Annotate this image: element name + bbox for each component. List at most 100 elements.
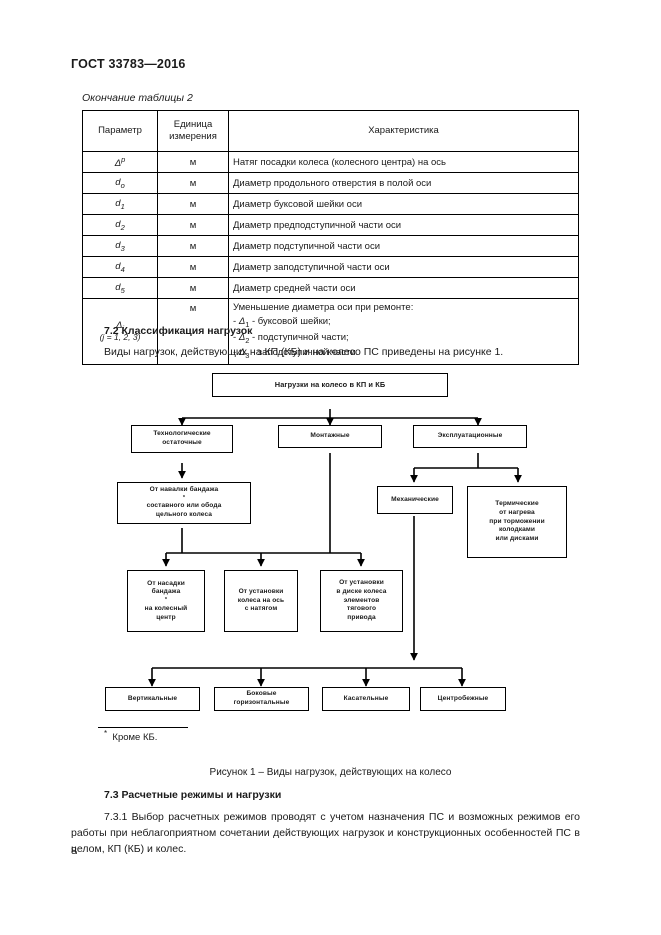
cell-unit: м xyxy=(157,256,229,278)
node-label-line1: Боковые xyxy=(246,690,277,698)
node-label: Нагрузки на колесо в КП и КБ xyxy=(274,380,386,389)
header-parameter: Параметр xyxy=(82,110,158,152)
cell-parameter: d3 xyxy=(82,235,158,257)
node-label-line5: привода xyxy=(347,614,376,622)
cell-characteristic: Диаметр заподступичной части оси xyxy=(228,256,579,278)
cell-characteristic: Диаметр продольного отверстия в полой ос… xyxy=(228,172,579,194)
cell-characteristic: Диаметр предподступичной части оси xyxy=(228,214,579,236)
cell-unit: м xyxy=(157,235,229,257)
table-body: Δp м Натяг посадки колеса (колесного цен… xyxy=(82,151,579,366)
cell-characteristic: Уменьшение диаметра оси при ремонте: - Δ… xyxy=(228,297,579,366)
table-row: Δp м Натяг посадки колеса (колесного цен… xyxy=(82,151,579,173)
node-operational: Эксплуатационные xyxy=(413,425,527,448)
node-root-loads: Нагрузки на колесо в КП и КБ xyxy=(212,373,448,397)
section-heading-7-3: 7.3 Расчетные режимы и нагрузки xyxy=(104,789,282,801)
node-label: Монтажные xyxy=(310,432,350,440)
table-row: d1 м Диаметр буксовой шейки оси xyxy=(82,193,579,215)
cell-characteristic: Диаметр средней части оси xyxy=(228,277,579,299)
parameters-table: Параметр Единица измерения Характеристик… xyxy=(82,110,579,366)
node-label-line1: Термические xyxy=(495,499,539,507)
repair-item: - Δ1 - буксовой шейки; xyxy=(233,315,331,329)
cell-unit: м xyxy=(157,277,229,299)
node-centrifugal: Центробежные xyxy=(420,687,506,711)
section-heading-7-2: 7.2 Классификация нагрузок xyxy=(104,325,253,337)
node-mounting: Монтажные xyxy=(278,425,382,448)
node-from-rolling-tire: От навалки бандажа* составного или обода… xyxy=(117,482,251,524)
node-label-line2: от нагрева xyxy=(499,508,535,516)
section-7-3-paragraph: 7.3.1 Выбор расчетных режимов проводят с… xyxy=(71,811,580,855)
node-label: Эксплуатационные xyxy=(437,432,503,440)
node-label-line4: центр xyxy=(156,613,176,621)
cell-parameter-note: (j = 1, 2, 3) xyxy=(99,332,141,343)
node-label-line3: с натягом xyxy=(244,605,278,613)
header-unit-line2: измерения xyxy=(169,131,217,142)
table-row: d5 м Диаметр средней части оси xyxy=(82,277,579,299)
node-label-line4: тягового xyxy=(346,605,377,613)
cell-characteristic: Натяг посадки колеса (колесного центра) … xyxy=(228,151,579,173)
node-label-line2: горизонтальные xyxy=(233,699,290,706)
node-wheel-axle-fit: От установки колеса на ось с натягом xyxy=(224,570,298,632)
repair-item: - Δ3 - заподступичной части. xyxy=(233,347,359,361)
node-drive-elements: От установки в диске колеса элементов тя… xyxy=(320,570,403,632)
cell-unit: м xyxy=(157,297,229,366)
cell-parameter: Δp xyxy=(82,151,158,173)
section-7-2-paragraph: Виды нагрузок, действующих на КП (КБ) и … xyxy=(104,346,504,358)
header-unit: Единица измерения xyxy=(157,110,229,152)
node-label: Центробежные xyxy=(437,694,489,702)
node-label-line2: в диске колеса xyxy=(336,587,387,595)
footnote-marker: * xyxy=(182,494,186,501)
node-label-line4: колодками xyxy=(498,526,536,534)
table-row: d4 м Диаметр заподступичной части оси xyxy=(82,256,579,278)
node-label-line1: От навалки бандажа* xyxy=(121,486,247,502)
cell-parameter: d4 xyxy=(82,256,158,278)
cell-parameter: d2 xyxy=(82,214,158,236)
cell-parameter: dо xyxy=(82,172,158,194)
node-tangential: Касательные xyxy=(322,687,410,711)
table-row-repair: Δj (j = 1, 2, 3) м Уменьшение диаметра о… xyxy=(82,297,579,366)
node-label-line2: колеса на ось xyxy=(237,596,285,604)
header-characteristic: Характеристика xyxy=(228,110,579,152)
cell-characteristic: Диаметр подступичной части оси xyxy=(228,235,579,257)
cell-unit: м xyxy=(157,214,229,236)
node-lateral-horizontal: Боковые горизонтальные xyxy=(214,687,309,711)
cell-parameter: d1 xyxy=(82,193,158,215)
node-label: Технологические остаточные xyxy=(153,430,211,446)
cell-unit: м xyxy=(157,193,229,215)
table-row: d2 м Диаметр предподступичной части оси xyxy=(82,214,579,236)
table-header-row: Параметр Единица измерения Характеристик… xyxy=(82,110,579,152)
figure-caption: Рисунок 1 – Виды нагрузок, действующих н… xyxy=(209,767,452,778)
node-label-line3: цельного колеса xyxy=(155,511,213,519)
node-label-line1: От установки xyxy=(238,587,284,595)
node-label-line5: или дисками xyxy=(495,535,539,543)
footnote-text: Кроме КБ. xyxy=(112,732,158,744)
table-caption: Окончание таблицы 2 xyxy=(82,92,193,104)
figure-footnote: * Кроме КБ. xyxy=(104,729,157,743)
node-mechanical: Механические xyxy=(377,486,453,514)
cell-characteristic: Диаметр буксовой шейки оси xyxy=(228,193,579,215)
table-row: d3 м Диаметр подступичной части оси xyxy=(82,235,579,257)
node-label-line3: на колесный xyxy=(144,604,188,612)
node-label: Механические xyxy=(391,495,439,503)
node-thermal-braking: Термические от нагрева при торможении ко… xyxy=(467,486,567,558)
node-label-line1: От насадки xyxy=(147,579,185,587)
repair-item: - Δ2 - подступичной части; xyxy=(233,331,349,345)
node-tire-press-fit: От насадки бандажа* на колесный центр xyxy=(127,570,205,632)
standard-header: ГОСТ 33783—2016 xyxy=(71,57,186,71)
cell-unit: м xyxy=(157,172,229,194)
header-unit-line1: Единица xyxy=(173,119,213,131)
node-label-line2: составного или обода xyxy=(146,502,222,510)
node-label: Касательные xyxy=(343,694,389,702)
node-vertical: Вертикальные xyxy=(105,687,200,711)
node-label-line2: бандажа* xyxy=(131,588,201,604)
node-technological-residual: Технологические остаточные xyxy=(131,425,233,453)
cell-unit: м xyxy=(157,151,229,173)
footnote-divider xyxy=(98,727,188,728)
footnote-marker: * xyxy=(164,597,168,604)
node-label-line3: при торможении xyxy=(489,517,545,525)
node-label-line1: От установки xyxy=(339,578,384,586)
page-number: 8 xyxy=(71,845,77,857)
table-row: dо м Диаметр продольного отверстия в пол… xyxy=(82,172,579,194)
footnote-marker: * xyxy=(104,729,108,738)
cell-parameter: d5 xyxy=(82,277,158,299)
